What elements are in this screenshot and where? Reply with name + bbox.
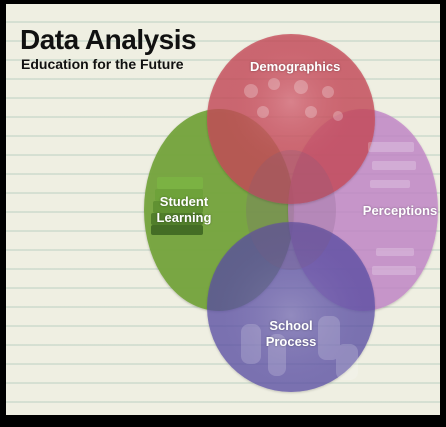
label-demographics: Demographics (250, 59, 341, 74)
label-student-learning: Student Learning (153, 194, 215, 226)
books-icon (151, 177, 203, 235)
slide-title: Data Analysis (20, 24, 197, 55)
label-student-learning-line-2: Learning (156, 210, 212, 225)
label-school-process-line-1: School (269, 318, 313, 333)
perceptions-photo-hint (368, 142, 416, 275)
school-process-photo-tint (207, 222, 375, 392)
slide-subtitle: Education for the Future (21, 56, 184, 72)
demographics-photo-hint (244, 78, 343, 121)
label-school-process: School Process (256, 318, 326, 350)
label-school-process-line-2: Process (265, 334, 317, 349)
venn-diagram (144, 34, 438, 392)
demographics-photo-tint (207, 34, 375, 204)
center-overlap (246, 150, 336, 270)
label-student-learning-line-1: Student (159, 194, 209, 209)
school-process-photo-hint (241, 316, 358, 380)
label-perceptions: Perceptions (362, 203, 438, 218)
